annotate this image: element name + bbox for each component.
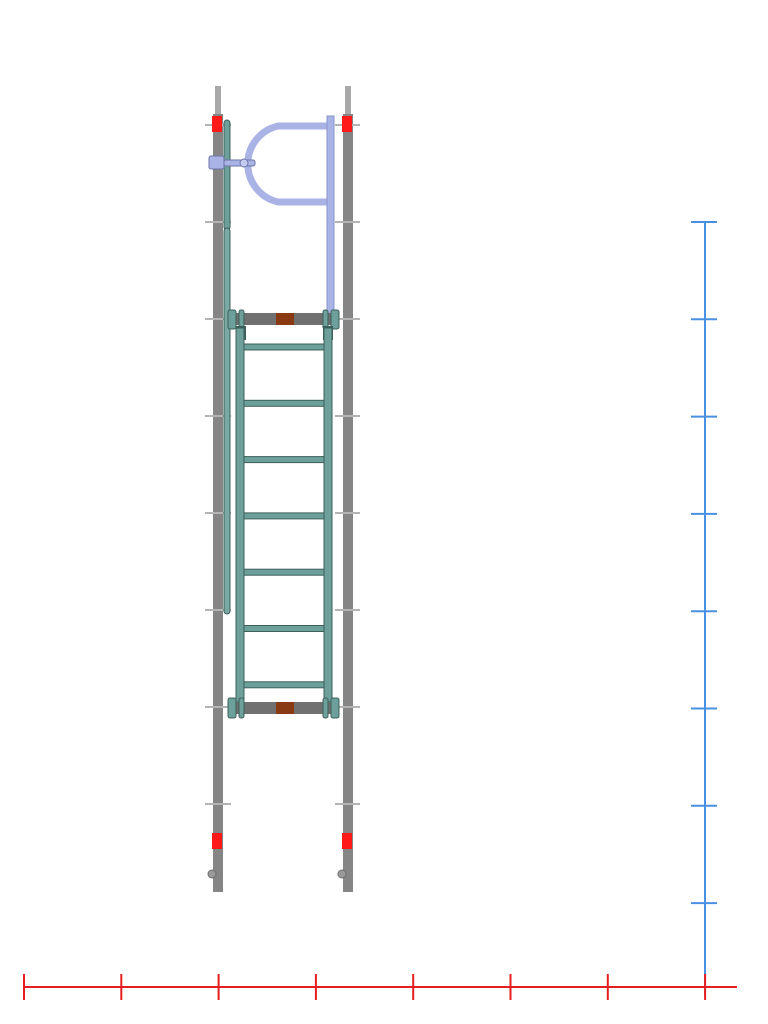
- ladder-rung-1: [243, 343, 325, 351]
- guard-rail: [208, 115, 335, 317]
- top-bracket-clamp-right: [330, 309, 340, 330]
- guide-tube: [223, 119, 231, 615]
- marker-right-bottom: [342, 833, 352, 849]
- bottom-bracket: [227, 697, 340, 719]
- guide-tube-lower: [223, 227, 231, 615]
- ladder-rail-right: [323, 327, 333, 703]
- left-post-top-stub: [215, 86, 221, 116]
- right-post-top-stub: [345, 86, 351, 116]
- bottom-bracket-clamp-left-2: [238, 697, 245, 719]
- marker-right-top: [342, 116, 352, 132]
- top-bracket: [227, 309, 340, 340]
- bottom-bracket-clamp-left: [227, 697, 237, 719]
- ladder-rail-left: [235, 327, 245, 703]
- ladder-rungs: [243, 343, 325, 689]
- ladder: [235, 327, 333, 703]
- marker-left-top: [212, 116, 222, 132]
- ladder-rung-3: [243, 456, 325, 464]
- scaffold-posts: [213, 86, 353, 892]
- ladder-rung-6: [243, 625, 325, 632]
- base-pin-left: [207, 869, 217, 879]
- horizontal-ruler: [23, 974, 737, 1000]
- right-post: [343, 114, 353, 892]
- guard-rail-bolt-nut: [239, 158, 249, 168]
- base-pins: [207, 869, 347, 879]
- guide-tube-upper: [223, 119, 231, 231]
- bottom-bracket-pad: [276, 702, 294, 714]
- top-bracket-pad: [276, 313, 294, 325]
- ladder-rung-2: [243, 399, 325, 407]
- ladder-rung-4: [243, 512, 325, 520]
- red-markers: [212, 116, 352, 849]
- ladder-rung-5: [243, 568, 325, 576]
- guard-rail-post: [326, 115, 335, 317]
- guard-rail-clamp: [208, 155, 225, 170]
- ladder-rung-7: [243, 681, 325, 689]
- vertical-ruler: [691, 221, 717, 995]
- bottom-bracket-clamp-right: [330, 697, 340, 719]
- top-bracket-clamp-left: [227, 309, 237, 330]
- bottom-bracket-clamp-right-2: [322, 697, 329, 719]
- guard-rail-loop: [244, 122, 334, 206]
- left-post: [213, 114, 223, 892]
- base-pin-right: [337, 869, 347, 879]
- marker-left-bottom: [212, 833, 222, 849]
